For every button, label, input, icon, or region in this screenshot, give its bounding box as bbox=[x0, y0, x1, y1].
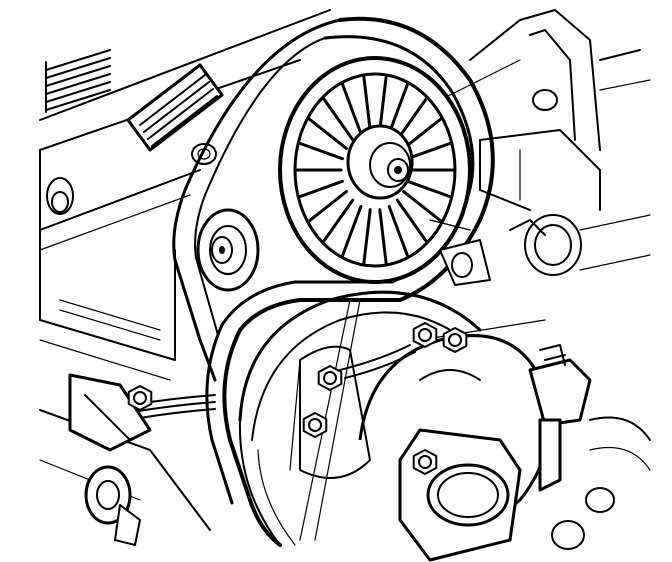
bolts bbox=[127, 322, 468, 475]
pulley-spoke bbox=[298, 179, 344, 198]
pulley-spoke bbox=[395, 198, 428, 243]
pulley-spoke bbox=[406, 179, 452, 198]
alternator-bracket bbox=[439, 9, 651, 276]
cover-grille-left bbox=[45, 49, 111, 113]
pulley-spoke bbox=[322, 198, 355, 243]
pulley-spoke bbox=[298, 142, 344, 161]
pulley-spoke bbox=[402, 117, 443, 150]
bolt-head bbox=[412, 449, 438, 475]
pulley-inner-rim bbox=[293, 72, 457, 268]
valve-cover bbox=[39, 9, 331, 531]
bolt-head bbox=[127, 385, 153, 411]
pulley-spoke bbox=[322, 97, 355, 142]
cover-grille-right bbox=[126, 63, 224, 152]
pulley-spoke bbox=[387, 83, 409, 136]
hose-fittings bbox=[528, 344, 651, 550]
bolt-head bbox=[302, 412, 328, 438]
sensor-bracket bbox=[68, 373, 152, 546]
idler-pulley bbox=[196, 208, 260, 292]
pulley-spoke bbox=[378, 75, 388, 132]
pulley-spoke bbox=[307, 117, 348, 150]
pulley-spoke bbox=[362, 75, 372, 132]
pulley-spoke bbox=[387, 204, 409, 257]
main-pulley bbox=[278, 56, 472, 284]
lower-pulley bbox=[238, 290, 482, 546]
pulley-spoke bbox=[341, 83, 363, 136]
pulley-spoke bbox=[307, 190, 348, 223]
pulley-spoke bbox=[341, 204, 363, 257]
pulley-spoke bbox=[402, 190, 443, 223]
pulley-spokes bbox=[295, 75, 455, 265]
pulley-spoke bbox=[378, 208, 388, 265]
cover-stud-1 bbox=[46, 177, 74, 215]
pulley-spoke bbox=[362, 208, 372, 265]
bolt-head bbox=[317, 365, 343, 391]
pulley-spoke bbox=[406, 142, 452, 161]
bolt-head bbox=[442, 327, 468, 353]
thermostat-outlet bbox=[398, 428, 522, 562]
bolt-head bbox=[412, 322, 438, 348]
tensioner-bracket bbox=[429, 219, 491, 286]
pulley-spoke bbox=[395, 97, 428, 142]
